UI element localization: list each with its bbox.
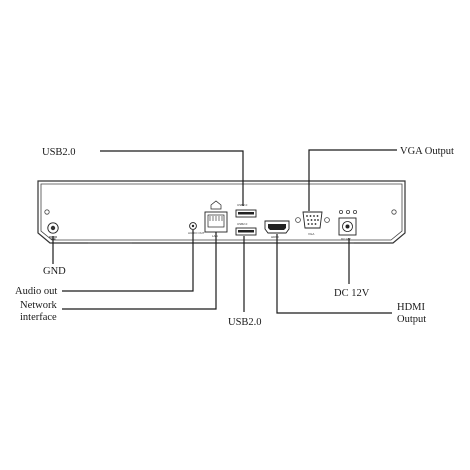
lan-port-mark: LAN <box>212 234 218 238</box>
usb-port-lower: USB2.0 <box>235 222 257 236</box>
vga-port-mark: VGA <box>308 232 314 236</box>
usb-lower-mark: USB2.0 <box>237 222 248 226</box>
hdmi-port: HDMI <box>264 220 290 239</box>
right-screw <box>391 209 397 215</box>
label-network-line2: interface <box>20 312 57 323</box>
label-hdmi-line1: HDMI <box>397 302 426 313</box>
usb-upper-mark: USB2.0 <box>237 203 248 207</box>
dc-12v-port: DC12V <box>338 209 357 241</box>
label-usb-top: USB2.0 <box>42 147 76 158</box>
hdmi-port-mark: HDMI <box>271 235 279 239</box>
audio-out-jack: AUDIO OUT <box>188 222 205 235</box>
usb-port-upper: USB2.0 <box>235 203 257 218</box>
label-gnd: GND <box>43 266 66 277</box>
label-usb-bottom: USB2.0 <box>228 317 262 328</box>
label-vga-output: VGA Output <box>400 146 454 157</box>
label-network-line1: Network <box>20 300 57 311</box>
vga-port: VGA <box>295 211 330 236</box>
leader-lines <box>52 149 397 314</box>
left-screw <box>44 209 50 215</box>
label-hdmi-line2: Output <box>397 314 426 325</box>
label-audio-out: Audio out <box>15 286 57 297</box>
audio-port-mark: AUDIO OUT <box>188 231 205 235</box>
dc-port-mark: DC12V <box>341 237 351 241</box>
label-dc-12v: DC 12V <box>334 288 370 299</box>
